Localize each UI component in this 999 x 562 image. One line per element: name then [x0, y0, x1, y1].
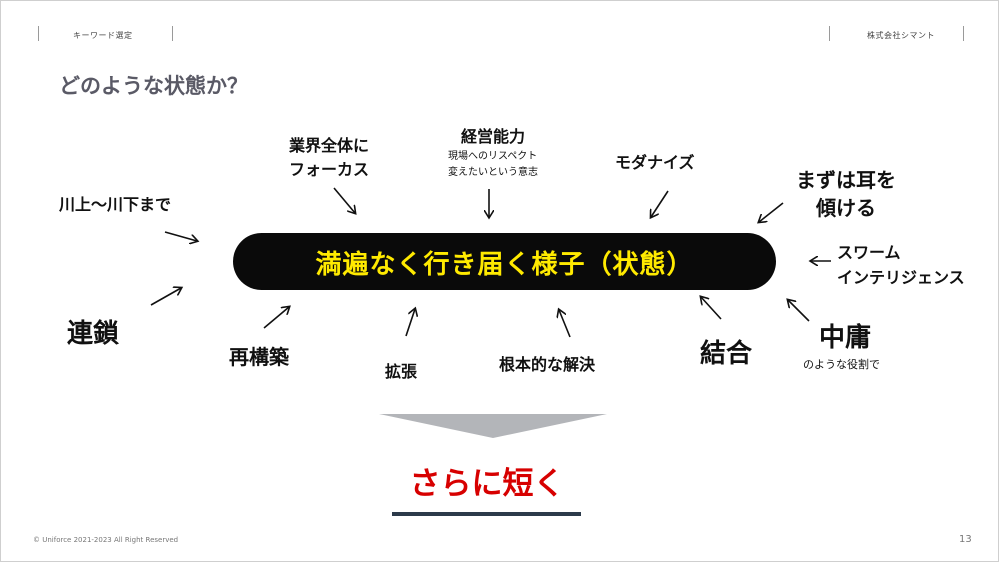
keyword-gyokai-line2: フォーカス: [289, 160, 370, 179]
keyword-kawakami: 川上〜川下まで: [59, 195, 172, 214]
arrow-ketsugo: [701, 297, 722, 320]
keyword-kakucho: 拡張: [385, 362, 418, 381]
keyword-keiei-sub: 現場へのリスペクト 変えたいという意志: [448, 149, 538, 181]
header-divider-left: [38, 26, 39, 41]
arrow-konpon: [559, 310, 571, 338]
keyword-keiei: 経営能力: [461, 127, 526, 146]
page-number: 13: [959, 534, 972, 545]
keyword-swarm-line2: インテリジェンス: [837, 268, 965, 287]
center-state-pill: 満遍なく行き届く様子（状態）: [233, 233, 776, 290]
keyword-modernize: モダナイズ: [615, 153, 695, 172]
keyword-rensa: 連鎖: [67, 319, 120, 349]
keyword-chuyo-sub: のような役割で: [803, 358, 880, 371]
arrow-mazu: [759, 202, 784, 222]
header-divider-left-2: [172, 26, 173, 41]
keyword-chuyo: 中庸: [819, 323, 872, 353]
arrow-kakucho: [405, 309, 415, 337]
result-underline: [392, 512, 581, 516]
copyright: © Uniforce 2021-2023 All Right Reserved: [33, 536, 179, 544]
keyword-swarm-line1: スワーム: [837, 243, 901, 262]
center-state-text: 満遍なく行き届く様子（状態）: [315, 250, 694, 280]
keyword-mazu: まずは耳を 傾ける: [785, 166, 907, 222]
keyword-mazu-line1: まずは耳を: [796, 168, 896, 192]
arrow-saikochiku: [263, 307, 289, 329]
arrow-gyokai: [333, 187, 355, 213]
keyword-keiei-sub-line1: 現場へのリスペクト: [448, 151, 538, 162]
header-divider-right-2: [963, 26, 964, 41]
section-label: キーワード選定: [73, 31, 133, 40]
result-text: さらに短く: [409, 466, 565, 502]
keyword-ketsugo: 結合: [700, 339, 753, 369]
header-divider-right: [829, 26, 830, 41]
keyword-saikochiku: 再構築: [229, 345, 289, 369]
arrow-kawakami: [164, 231, 197, 241]
keyword-gyokai-line1: 業界全体に: [289, 136, 370, 155]
keyword-mazu-line2: 傾ける: [816, 196, 876, 220]
company-label: 株式会社シマント: [867, 31, 935, 40]
keyword-swarm: スワーム インテリジェンス: [837, 240, 965, 290]
page-title: どのような状態か？: [59, 74, 248, 98]
down-chevron-icon: [379, 414, 607, 438]
arrow-modernize: [651, 190, 669, 217]
keyword-keiei-sub-line2: 変えたいという意志: [448, 167, 538, 178]
keyword-gyokai: 業界全体に フォーカス: [289, 134, 369, 182]
arrow-rensa: [150, 288, 181, 306]
keyword-konpon: 根本的な解決: [499, 355, 596, 374]
arrow-chuyo: [788, 300, 810, 322]
